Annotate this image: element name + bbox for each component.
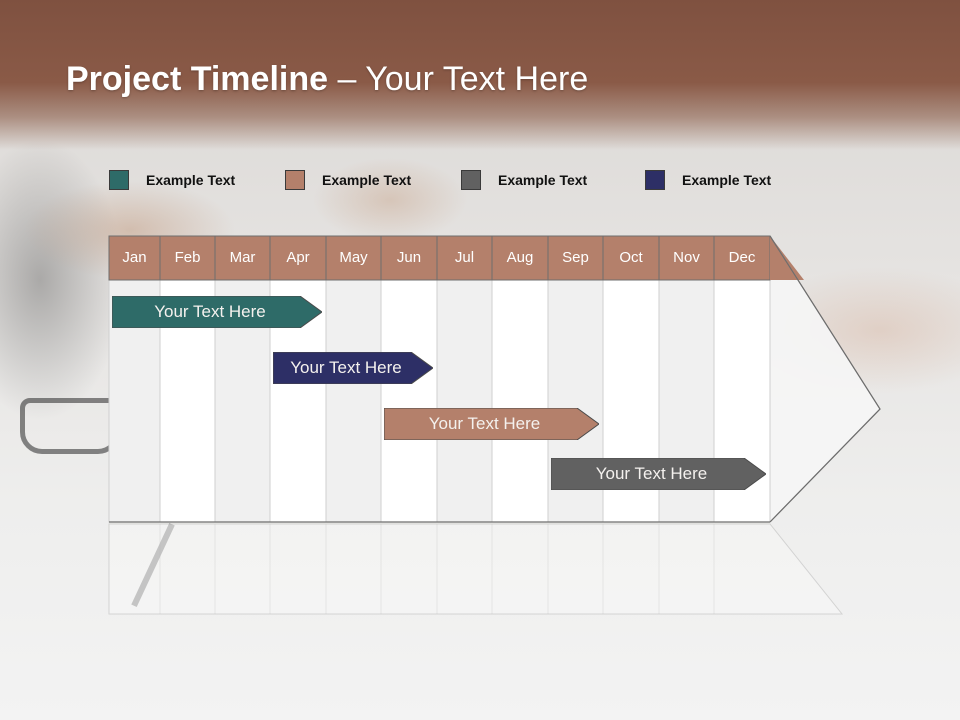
task-bar: Your Text Here: [112, 296, 322, 330]
title-banner: Project Timeline – Your Text Here: [0, 0, 960, 150]
month-header-arrow: [770, 236, 804, 280]
month-header-cell: [325, 235, 382, 281]
month-label: May: [339, 249, 368, 266]
task-arrow-shape: [551, 458, 766, 490]
legend-label: Example Text: [146, 172, 236, 188]
month-header-cell: [159, 235, 216, 281]
month-label: Apr: [286, 249, 310, 266]
month-label: Oct: [619, 249, 643, 266]
month-header-cell: [547, 235, 604, 281]
month-label: Mar: [229, 249, 256, 266]
task-bar: Your Text Here: [273, 352, 433, 386]
task-arrow-shape: [384, 408, 599, 440]
month-column: [325, 279, 382, 523]
month-label: Nov: [673, 249, 700, 266]
month-column: [491, 279, 549, 523]
month-header-cell: [713, 235, 771, 281]
month-column: [380, 279, 438, 523]
month-header-cell: [269, 235, 327, 281]
month-label: Sep: [562, 249, 589, 266]
month-header-cell: [214, 235, 271, 281]
legend-swatch: [645, 170, 665, 190]
task-label: Your Text Here: [595, 464, 708, 483]
timeline-arrow-edge: [769, 235, 881, 523]
legend-swatch: [461, 170, 481, 190]
legend-label: Example Text: [322, 172, 412, 188]
title-rest: – Your Text Here: [328, 60, 589, 98]
month-header-cell: [380, 235, 438, 281]
month-label: Aug: [506, 249, 534, 266]
slide-title: Project Timeline – Your Text Here: [66, 60, 588, 99]
task-arrow-shape: [112, 296, 322, 328]
task-bar: Your Text Here: [551, 458, 766, 492]
month-header-cell: [658, 235, 715, 281]
legend-label: Example Text: [498, 172, 588, 188]
month-label: Jul: [454, 249, 475, 266]
task-arrow-shape: [273, 352, 433, 384]
month-label: Feb: [174, 249, 201, 266]
timeline-reflection: [108, 523, 844, 615]
month-header-cell: [108, 235, 161, 281]
month-label: Jan: [122, 249, 147, 266]
month-column: [436, 279, 493, 523]
month-label: Jun: [396, 249, 422, 266]
legend-label: Example Text: [682, 172, 772, 188]
title-bold: Project Timeline: [66, 60, 329, 98]
task-bar: Your Text Here: [384, 408, 599, 442]
task-label: Your Text Here: [290, 358, 402, 377]
month-header-cell: [436, 235, 493, 281]
legend-swatch: [285, 170, 305, 190]
task-label: Your Text Here: [428, 414, 541, 433]
legend-swatch: [109, 170, 129, 190]
month-label: Dec: [728, 249, 756, 266]
task-label: Your Text Here: [154, 302, 266, 321]
